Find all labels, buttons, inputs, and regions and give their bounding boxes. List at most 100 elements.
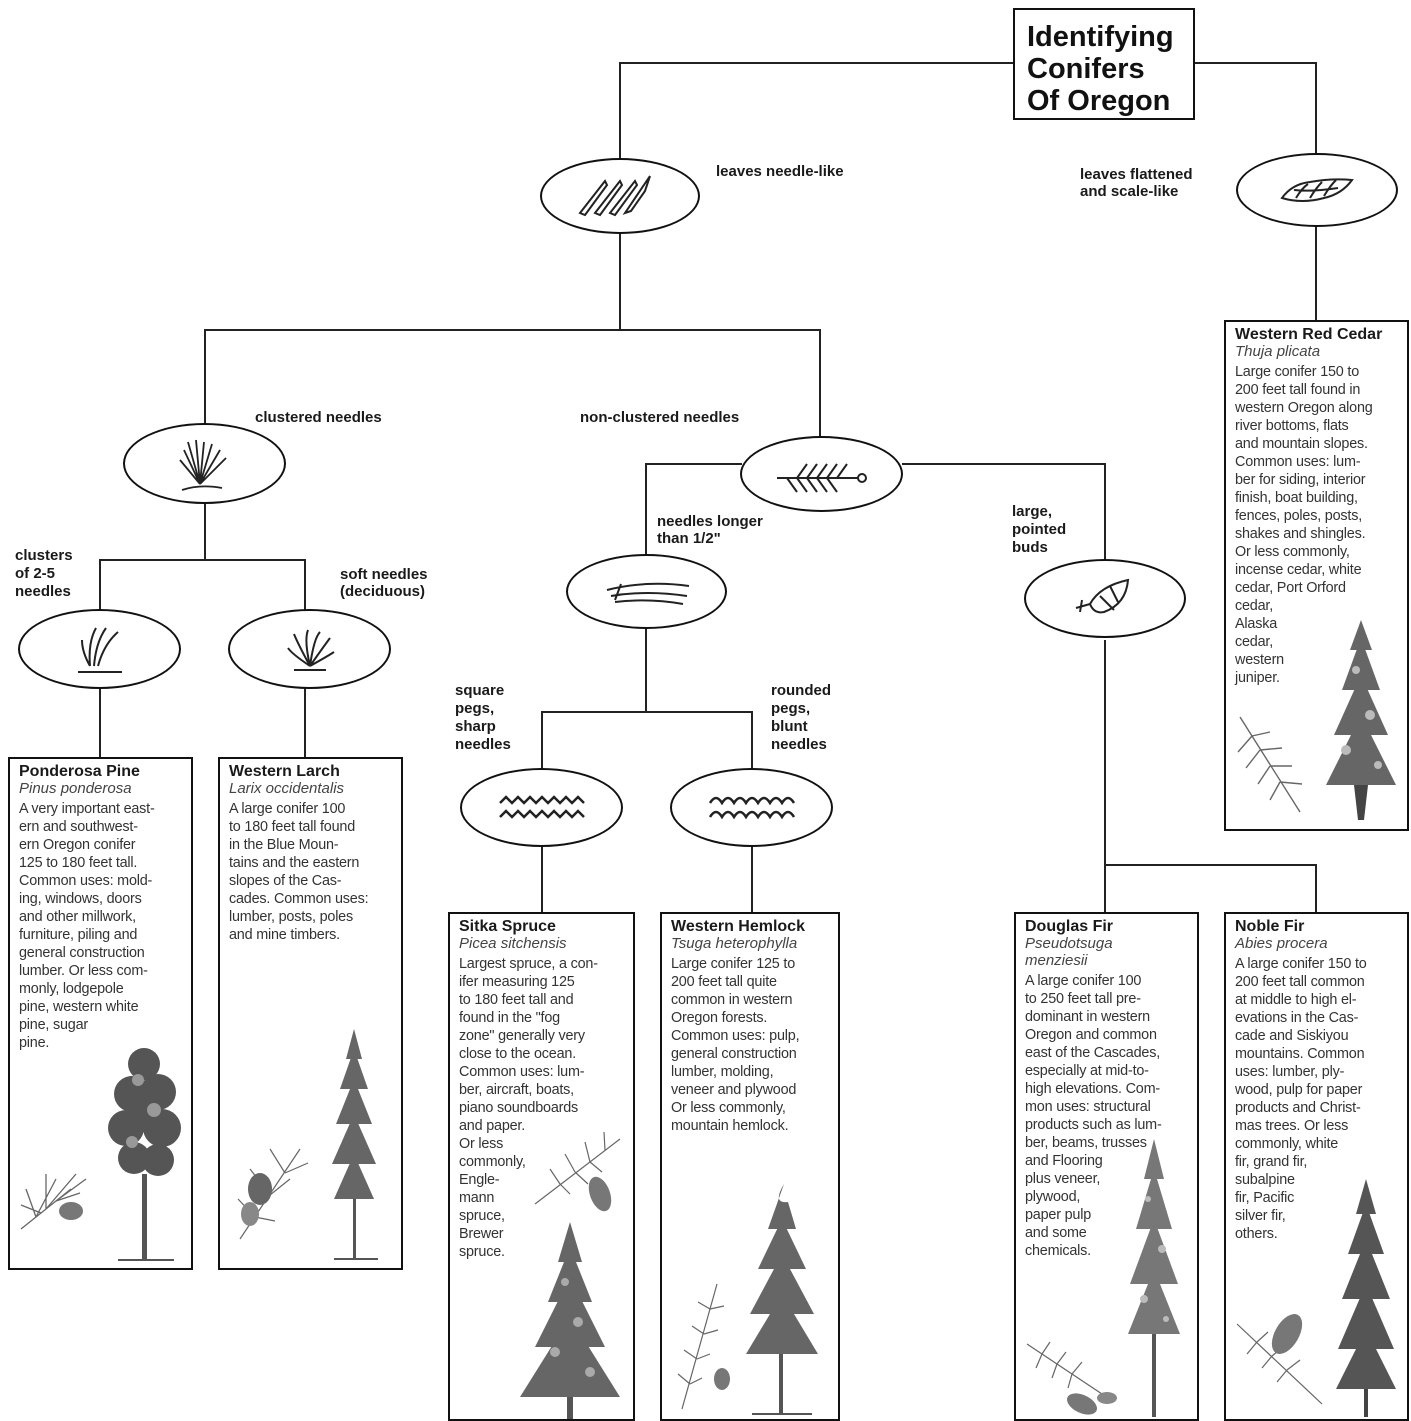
species-latin-name: Tsuga heterophylla [671,935,798,952]
diagram-title-box: Identifying Conifers Of Oregon [1013,8,1195,120]
connector-longer-rounded [646,711,753,770]
description-line: evations in the Cas- [1235,1010,1359,1026]
species-name: Western Hemlock [671,918,805,935]
description-line: ifer measuring 125 [459,974,575,990]
description-line: A large conifer 100 [1025,973,1142,989]
description-line: mann [459,1190,495,1206]
description-line: to 180 feet tall found [229,819,356,835]
needle-leaf-icon [540,158,700,234]
diagram-title-line: Identifying [1027,21,1174,53]
description-line: pine. [19,1035,50,1051]
description-line: Large conifer 150 to [1235,364,1360,380]
description-line: slopes of the Cas- [229,873,342,889]
description-line: Common uses: mold- [19,873,153,889]
label-clustered-needles: clustered needles [255,409,382,426]
species-card-western-larch: Western Larch Larix occidentalis A large… [218,757,403,1270]
description-line: veneer and plywood [671,1082,797,1098]
label-rounded-pegs: blunt [771,718,808,735]
species-latin-name: Pinus ponderosa [19,780,132,797]
description-line: plus veneer, [1025,1171,1101,1187]
label-square-pegs: sharp [455,718,496,735]
description-line: and some [1025,1225,1087,1241]
species-name: Western Red Cedar [1235,326,1383,343]
species-card-noble-fir: Noble Fir Abies procera A large conifer … [1224,912,1409,1421]
description-line: fences, poles, posts, [1235,508,1362,524]
description-line: in the Blue Moun- [229,837,339,853]
sitka-tree-illustration [520,1222,620,1419]
connector-nonclustered-longer [645,463,742,555]
description-line: Engle- [459,1172,500,1188]
description-line: cedar, [1235,634,1274,650]
description-line: ern Oregon conifer [19,837,136,853]
species-card-ponderosa-pine: Ponderosa Pine Pinus ponderosa A very im… [8,757,193,1270]
description-line: western [1235,652,1284,668]
description-line: products and Christ- [1235,1100,1361,1116]
description-line: spruce, [459,1208,505,1224]
description-line: subalpine [1235,1172,1295,1188]
description-line: A very important east- [19,801,155,817]
species-description: Large conifer 150 to 200 feet tall found… [1235,363,1399,687]
connector-clustered-larch [205,559,306,610]
ponderosa-needle-sprig [20,1173,87,1230]
species-name: Noble Fir [1235,918,1305,935]
description-line: wood, pulp for paper [1235,1082,1363,1098]
cedar-scale-sprig [1237,716,1303,813]
description-line: pine, sugar [19,1017,89,1033]
species-name: Douglas Fir [1025,918,1114,935]
description-line: western Oregon along [1235,400,1373,416]
description-line: general construction [19,945,145,961]
description-line: ing, windows, doors [19,891,142,907]
description-line: incense cedar, white [1235,562,1362,578]
label-rounded-pegs: rounded [771,682,831,699]
diagram-title-line: Of Oregon [1027,85,1171,117]
species-description: A large conifer 150 to 200 feet tall com… [1235,955,1399,1243]
label-rounded-pegs: needles [771,736,827,753]
description-line: at middle to high el- [1235,992,1357,1008]
description-line: Common uses: pulp, [671,1028,800,1044]
description-line: and Flooring [1025,1153,1103,1169]
description-line: 125 to 180 feet tall. [19,855,138,871]
description-line: cade and Siskiyou [1235,1028,1349,1044]
pointed-bud-icon [1024,559,1186,638]
description-line: lumber, posts, poles [229,909,353,925]
label-leaves-scale-like: leaves flattened [1080,166,1193,183]
larch-tree-illustration [332,1029,378,1260]
needle-bundle-icon [18,609,181,689]
description-line: tains and the eastern [229,855,360,871]
sitka-cone-sprig [534,1131,621,1212]
label-square-pegs: needles [455,736,511,753]
description-line: Alaska [1235,616,1277,632]
description-line: 200 feet tall quite [671,974,777,990]
description-line: and mountain slopes. [1235,436,1368,452]
description-line: uses: lumber, ply- [1235,1064,1345,1080]
species-latin-name: menziesii [1025,952,1088,969]
description-line: lumber, molding, [671,1064,774,1080]
description-line: general construction [671,1046,797,1062]
description-line: cades. Common uses: [229,891,369,907]
description-line: Brewer [459,1226,504,1242]
description-line: cedar, [1235,598,1274,614]
description-line: 200 feet tall common [1235,974,1365,990]
connector-nonclustered-buds [902,463,1106,560]
description-line: monly, lodgepole [19,981,124,997]
species-description: Largest spruce, a con- ifer measuring 12… [459,955,625,1261]
description-line: chemicals. [1025,1243,1091,1259]
description-line: especially at mid-to- [1025,1063,1149,1079]
label-leaves-needle-like: leaves needle-like [716,163,844,180]
description-line: commonly, white [1235,1136,1339,1152]
species-latin-name: Abies procera [1235,935,1328,952]
species-card-douglas-fir: Douglas Fir Pseudotsuga menziesii A larg… [1014,912,1199,1421]
description-line: paper pulp [1025,1207,1092,1223]
description-line: plywood, [1025,1189,1081,1205]
description-line: others. [1235,1226,1278,1242]
species-latin-name: Thuja plicata [1235,343,1321,360]
label-rounded-pegs: pegs, [771,700,811,717]
description-line: juniper. [1235,670,1280,686]
connector-title-needle [619,62,1013,160]
description-line: Or less commonly, [671,1100,786,1116]
connector-clustered-split [99,503,206,610]
description-line: spruce. [459,1244,505,1260]
description-line: Large conifer 125 to [671,956,796,972]
species-card-western-hemlock: Western Hemlock Tsuga heterophylla Large… [660,912,840,1421]
description-line: fir, grand fir, [1235,1154,1308,1170]
